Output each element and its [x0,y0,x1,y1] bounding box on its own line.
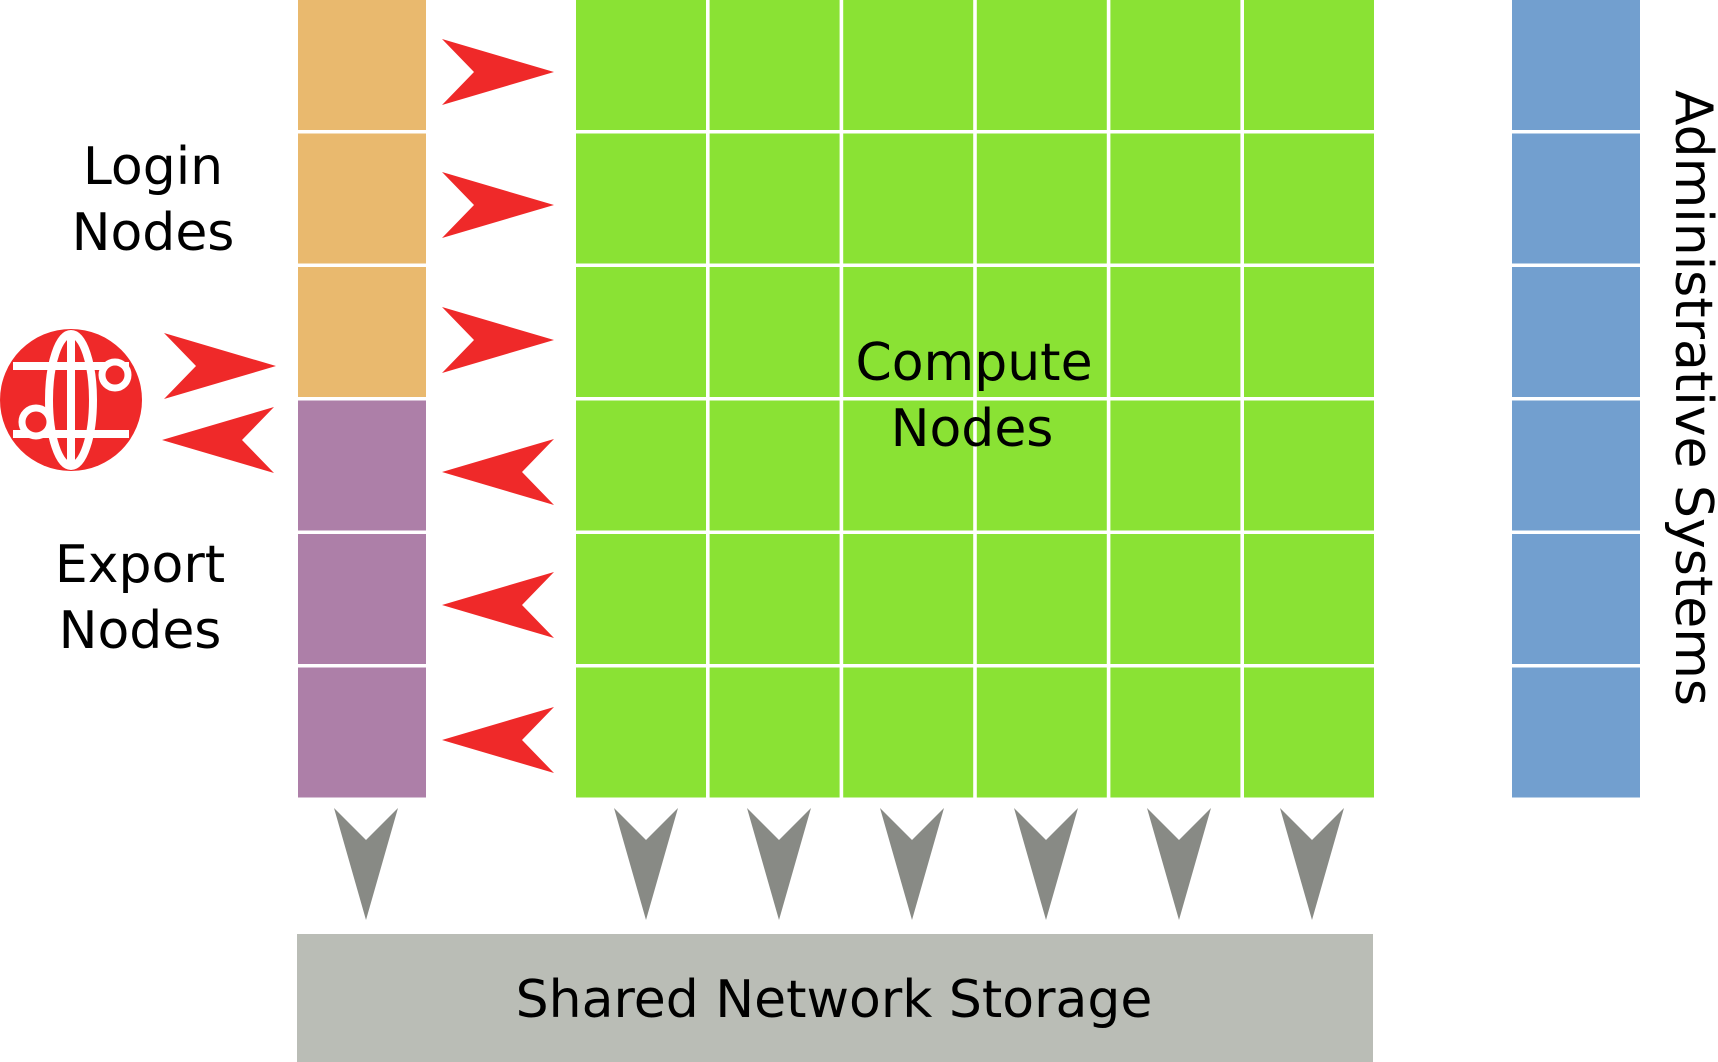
compute-node [976,0,1107,130]
arrow-internet-to-login [164,333,276,399]
arrow-login-to-compute [442,172,554,238]
compute-node [843,267,974,397]
compute-node [1110,667,1241,798]
compute-node [976,667,1107,798]
administrative-systems-label: Administrative Systems [1663,90,1718,706]
arrow-to-storage [747,808,811,920]
compute-node [843,0,974,130]
compute-node [1244,534,1374,664]
compute-node [976,133,1107,264]
compute-node [1110,400,1241,531]
login-node [298,267,426,397]
compute-node [576,267,706,397]
compute-node [709,133,840,264]
arrow-to-storage [614,808,678,920]
compute-node [1244,400,1374,531]
compute-node [709,534,840,664]
compute-nodes-label-line2: Nodes [891,399,1054,459]
login-nodes-label-line1: Login [83,137,223,197]
compute-node [576,0,706,130]
compute-node [709,667,840,798]
admin-node [1512,400,1640,531]
arrows-layer [162,39,1344,920]
arrow-compute-to-export [442,572,554,638]
arrow-login-to-compute [442,39,554,105]
compute-node [843,133,974,264]
compute-node [1110,267,1241,397]
login-node [298,133,426,264]
compute-node [1110,534,1241,664]
compute-node [976,534,1107,664]
arrow-to-storage [334,808,398,920]
compute-node [1110,133,1241,264]
shared-storage-bar [297,934,1373,1062]
compute-node [1110,0,1241,130]
compute-node [576,400,706,531]
admin-node [1512,667,1640,798]
export-nodes-label-line1: Export [55,535,225,595]
login-node [298,0,426,130]
compute-node [576,133,706,264]
arrow-to-storage [1147,808,1211,920]
admin-node [1512,0,1640,130]
compute-node [576,667,706,798]
arrow-export-to-internet [162,407,274,473]
admin-node [1512,267,1640,397]
export-node [298,534,426,664]
arrow-login-to-compute [442,307,554,373]
arrow-to-storage [880,808,944,920]
compute-node [976,267,1107,397]
arrow-to-storage [1014,808,1078,920]
compute-node [709,400,840,531]
compute-node [576,534,706,664]
export-node [298,667,426,798]
compute-node [709,0,840,130]
globe-network-icon [0,329,142,471]
admin-node [1512,133,1640,264]
admin-node [1512,534,1640,664]
nodes-layer [297,0,1640,1062]
compute-nodes-label-line1: Compute [855,333,1092,393]
arrow-compute-to-export [442,707,554,773]
login-nodes-label-line2: Nodes [72,203,235,263]
compute-node [976,400,1107,531]
compute-node [1244,667,1374,798]
compute-node [843,667,974,798]
export-node [298,400,426,531]
shared-network-storage-label: Shared Network Storage [516,970,1153,1030]
compute-node [1244,133,1374,264]
compute-node [709,267,840,397]
compute-node [1244,267,1374,397]
arrow-to-storage [1280,808,1344,920]
compute-node [1244,0,1374,130]
arrow-compute-to-export [442,439,554,505]
compute-node [843,534,974,664]
export-nodes-label-line2: Nodes [59,601,222,661]
compute-node [843,400,974,531]
